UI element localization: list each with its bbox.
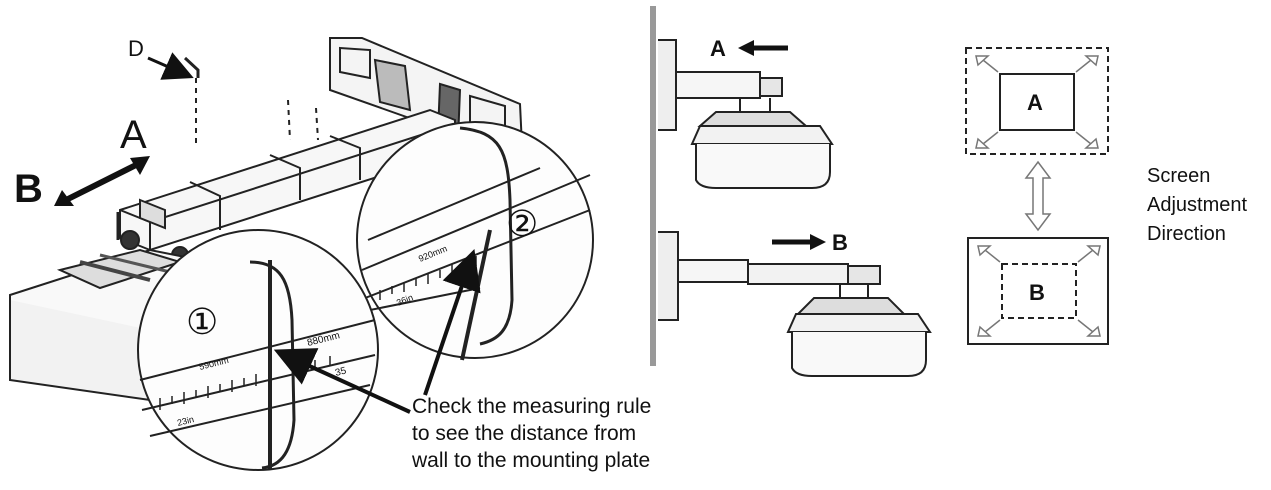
- screen-a-arrows: [975, 55, 1099, 149]
- magnifier-2: [356, 121, 594, 361]
- screen-double-arrow: [1024, 160, 1052, 232]
- wall-line: [650, 6, 656, 366]
- mount-arm: [116, 108, 456, 264]
- label-a-screen: A: [1027, 90, 1043, 115]
- screen-a-inner: [999, 73, 1075, 131]
- arm-extended: [658, 231, 932, 377]
- side-text-line: Adjustment: [1147, 194, 1248, 216]
- side-text-line: Direction: [1147, 223, 1226, 245]
- screen-b-outer: [967, 237, 1109, 345]
- arm-figure: [650, 6, 932, 377]
- screen-b-arrows: [977, 245, 1101, 337]
- screen-figure: [965, 47, 1109, 345]
- arrow-to-rule-1: [273, 348, 411, 414]
- callout-2: ②: [506, 203, 538, 244]
- caption-line: Check the measuring rule: [412, 395, 652, 418]
- label-b-screen: B: [1029, 280, 1045, 305]
- screen-adjustment-text: Screen Adjustment Direction: [1147, 162, 1247, 249]
- magnifier-1: [137, 229, 379, 471]
- label-a-mount: A: [120, 113, 147, 157]
- arrow-a-b: [60, 159, 144, 205]
- screen-a-outer: [965, 47, 1109, 155]
- arrow-d: [147, 52, 194, 80]
- screen-b-inner: [1001, 263, 1077, 319]
- caption-line: wall to the mounting plate: [412, 449, 651, 472]
- arm-retracted: [658, 39, 834, 189]
- label-b-mount: B: [14, 167, 43, 211]
- arrow-to-rule-2: [423, 249, 481, 396]
- label-d: D: [128, 36, 144, 61]
- callout-1: ①: [186, 301, 218, 342]
- rule-1-inch-right: 35: [334, 365, 348, 378]
- caption-line: to see the distance from: [412, 422, 637, 445]
- label-a-arm: A: [710, 36, 726, 61]
- label-b-arm: B: [832, 230, 848, 255]
- rule-1-inch: 23in: [176, 414, 195, 428]
- measuring-rule-caption: Check the measuring rule to see the dist…: [412, 393, 772, 474]
- side-text-line: Screen: [1147, 165, 1211, 187]
